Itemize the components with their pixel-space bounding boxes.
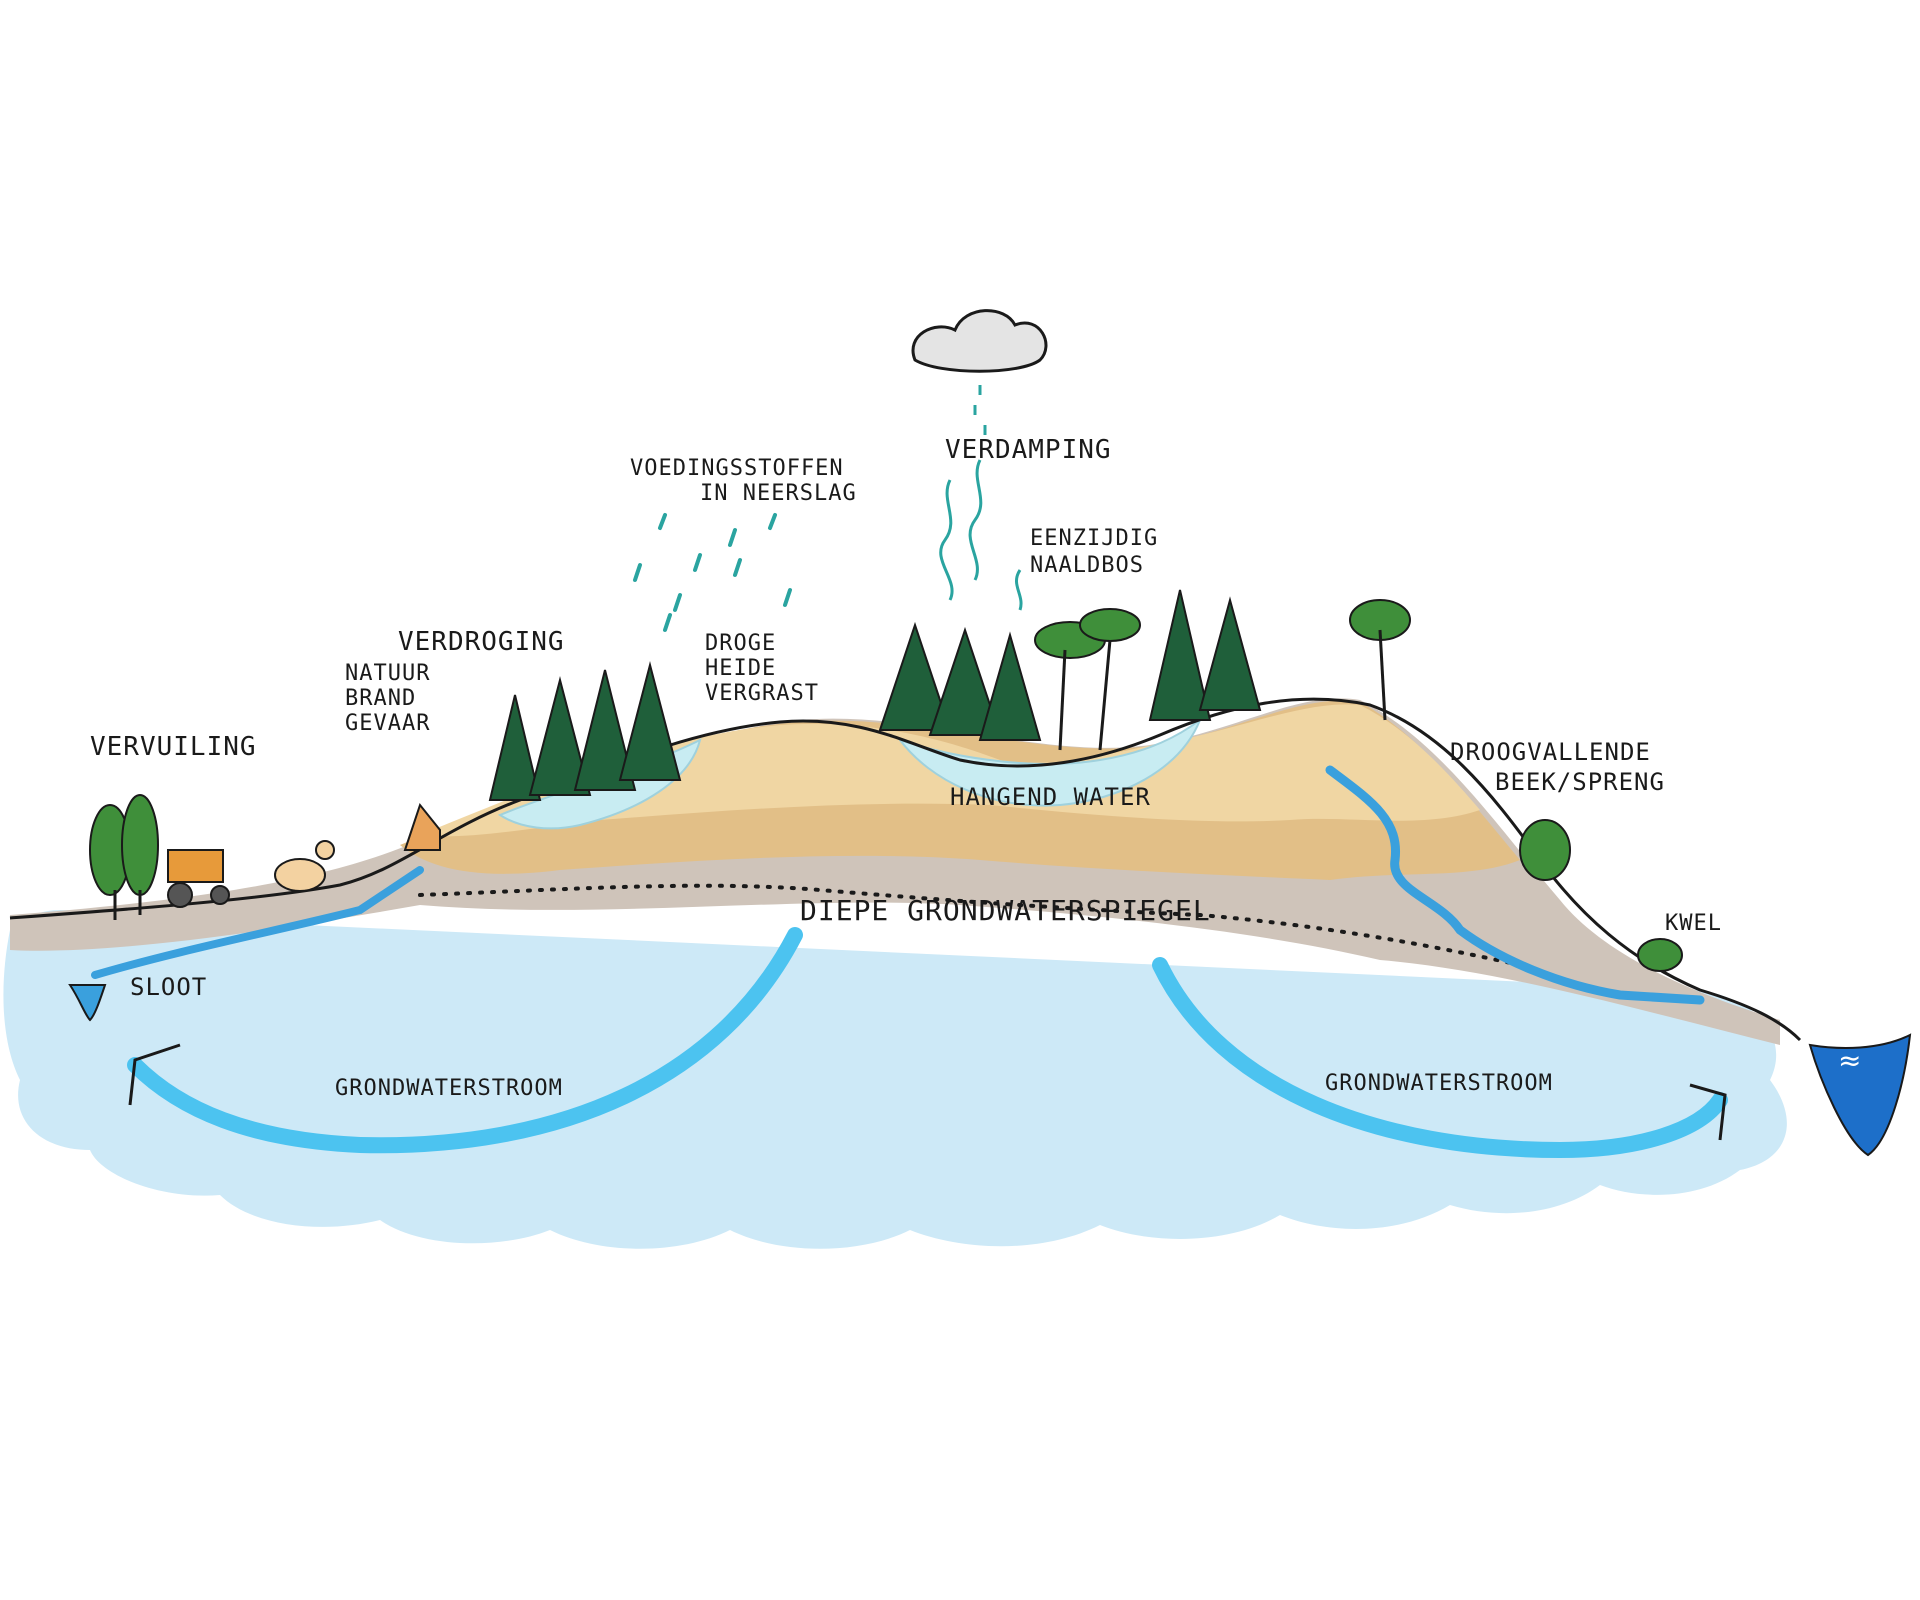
tree-icon [878, 621, 952, 731]
label-gevaar: GEVAAR [345, 711, 430, 736]
tree-icon [121, 794, 159, 896]
tree-icon [1198, 596, 1262, 711]
arrowhead-left [128, 1043, 181, 1106]
arrowhead-right [1689, 1083, 1727, 1141]
tree-group-left [89, 794, 159, 920]
label-kwel: KWEL [1665, 911, 1722, 936]
tree-icon [618, 661, 682, 781]
evaporation-icon [939, 385, 1023, 611]
groundwater-flow-arrow-right [1152, 957, 1728, 1159]
label-grondwaterstroom-left: GRONDWATERSTROOM [335, 1076, 563, 1101]
seepage-pool [1808, 1033, 1912, 1157]
tree-group-right [1349, 599, 1683, 972]
label-verdroging: VERDROGING [398, 627, 565, 657]
tree-icon [528, 676, 592, 796]
tree-icon [1079, 608, 1141, 642]
rain-icon [633, 513, 792, 632]
label-eenzijdig: EENZIJDIG [1030, 526, 1158, 551]
chicken-icon [274, 840, 335, 892]
label-vervuiling: VERVUILING [90, 732, 257, 762]
wave-icon: ≈ [1838, 1044, 1861, 1077]
label-sloot: SLOOT [130, 973, 207, 1001]
label-brand: BRAND [345, 686, 416, 711]
label-natuur: NATUUR [345, 661, 430, 686]
label-vergrast: VERGRAST [705, 681, 819, 706]
ditch-water [68, 984, 107, 1022]
barn-icon [403, 802, 441, 851]
tree-group-verdroging [488, 661, 682, 801]
label-heide: HEIDE [705, 656, 776, 681]
label-droge: DROGE [705, 631, 776, 656]
tree-icon [1519, 819, 1571, 881]
label-droogvallende: DROOGVALLENDE [1450, 738, 1651, 766]
tree-group-naaldbos [878, 589, 1262, 751]
spring-stream [1325, 765, 1705, 1005]
tree-icon [928, 626, 1002, 736]
tree-icon [1637, 938, 1683, 972]
cloud-icon [911, 309, 1048, 373]
label-verdamping: VERDAMPING [945, 435, 1112, 465]
ditch-channel [91, 866, 424, 979]
groundwater-body [3, 910, 1787, 1249]
tractor-icon [167, 849, 230, 908]
tree-icon [573, 669, 637, 791]
groundwater-flow-arrow-left [127, 927, 803, 1154]
label-grondwaterstroom-right: GRONDWATERSTROOM [1325, 1071, 1553, 1096]
label-diepe-grondwaterspiegel: DIEPE GRONDWATERSPIEGEL [800, 894, 1211, 927]
label-in-neerslag: IN NEERSLAG [700, 481, 857, 506]
label-naaldbos: NAALDBOS [1030, 553, 1144, 578]
tree-icon [488, 694, 542, 801]
tree-icon [978, 631, 1042, 741]
ground-surface-line [9, 697, 1802, 1042]
label-hangend-water: HANGEND WATER [950, 783, 1151, 811]
tree-icon [1148, 589, 1212, 721]
label-voedingsstoffen: VOEDINGSSTOFFEN [630, 456, 844, 481]
label-beek-spreng: BEEK/SPRENG [1495, 768, 1665, 796]
